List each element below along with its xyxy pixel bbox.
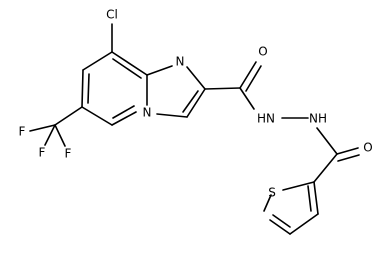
atom-oxygen-carbonyl-upper: O — [258, 45, 267, 59]
bond — [307, 185, 312, 212]
bond — [111, 51, 148, 76]
atom-fluorine-2: F — [39, 146, 46, 160]
bond — [282, 181, 315, 191]
atom-fluorine-3: F — [65, 147, 72, 161]
bond — [156, 113, 188, 118]
bond — [239, 87, 255, 110]
bond — [269, 219, 291, 235]
bond — [272, 214, 291, 228]
bond — [29, 124, 56, 132]
bond — [204, 87, 241, 90]
bond — [245, 65, 262, 92]
atom-fluorine-1: F — [19, 125, 26, 139]
atom-hydrazide-nh-upper: HN — [257, 112, 275, 126]
bond — [54, 124, 66, 147]
bond — [112, 105, 135, 119]
bond — [337, 154, 360, 162]
bond — [186, 88, 206, 118]
bond — [182, 90, 199, 113]
bond — [44, 124, 56, 146]
bond — [87, 73, 90, 104]
atom-chlorine: Cl — [106, 8, 118, 22]
bond — [263, 194, 272, 212]
bond — [289, 213, 319, 235]
bond — [186, 66, 206, 90]
bond — [336, 147, 359, 155]
atom-nitrogen-bridgehead: N — [143, 106, 152, 120]
bond — [313, 153, 338, 183]
bond — [81, 106, 113, 126]
atom-sulfur-thiophene: S — [268, 186, 276, 200]
bond — [146, 65, 173, 76]
atom-nitrogen-imidazole: N — [176, 55, 185, 69]
atom-hydrazide-nh-lower: NH — [309, 112, 327, 126]
bond — [82, 51, 113, 71]
bond — [81, 69, 84, 108]
bond — [54, 106, 83, 126]
bond — [112, 58, 142, 79]
atom-oxygen-carbonyl-lower: O — [363, 141, 372, 155]
bond — [316, 127, 338, 155]
bond — [313, 181, 319, 215]
bond — [111, 111, 137, 126]
bond — [239, 61, 257, 89]
